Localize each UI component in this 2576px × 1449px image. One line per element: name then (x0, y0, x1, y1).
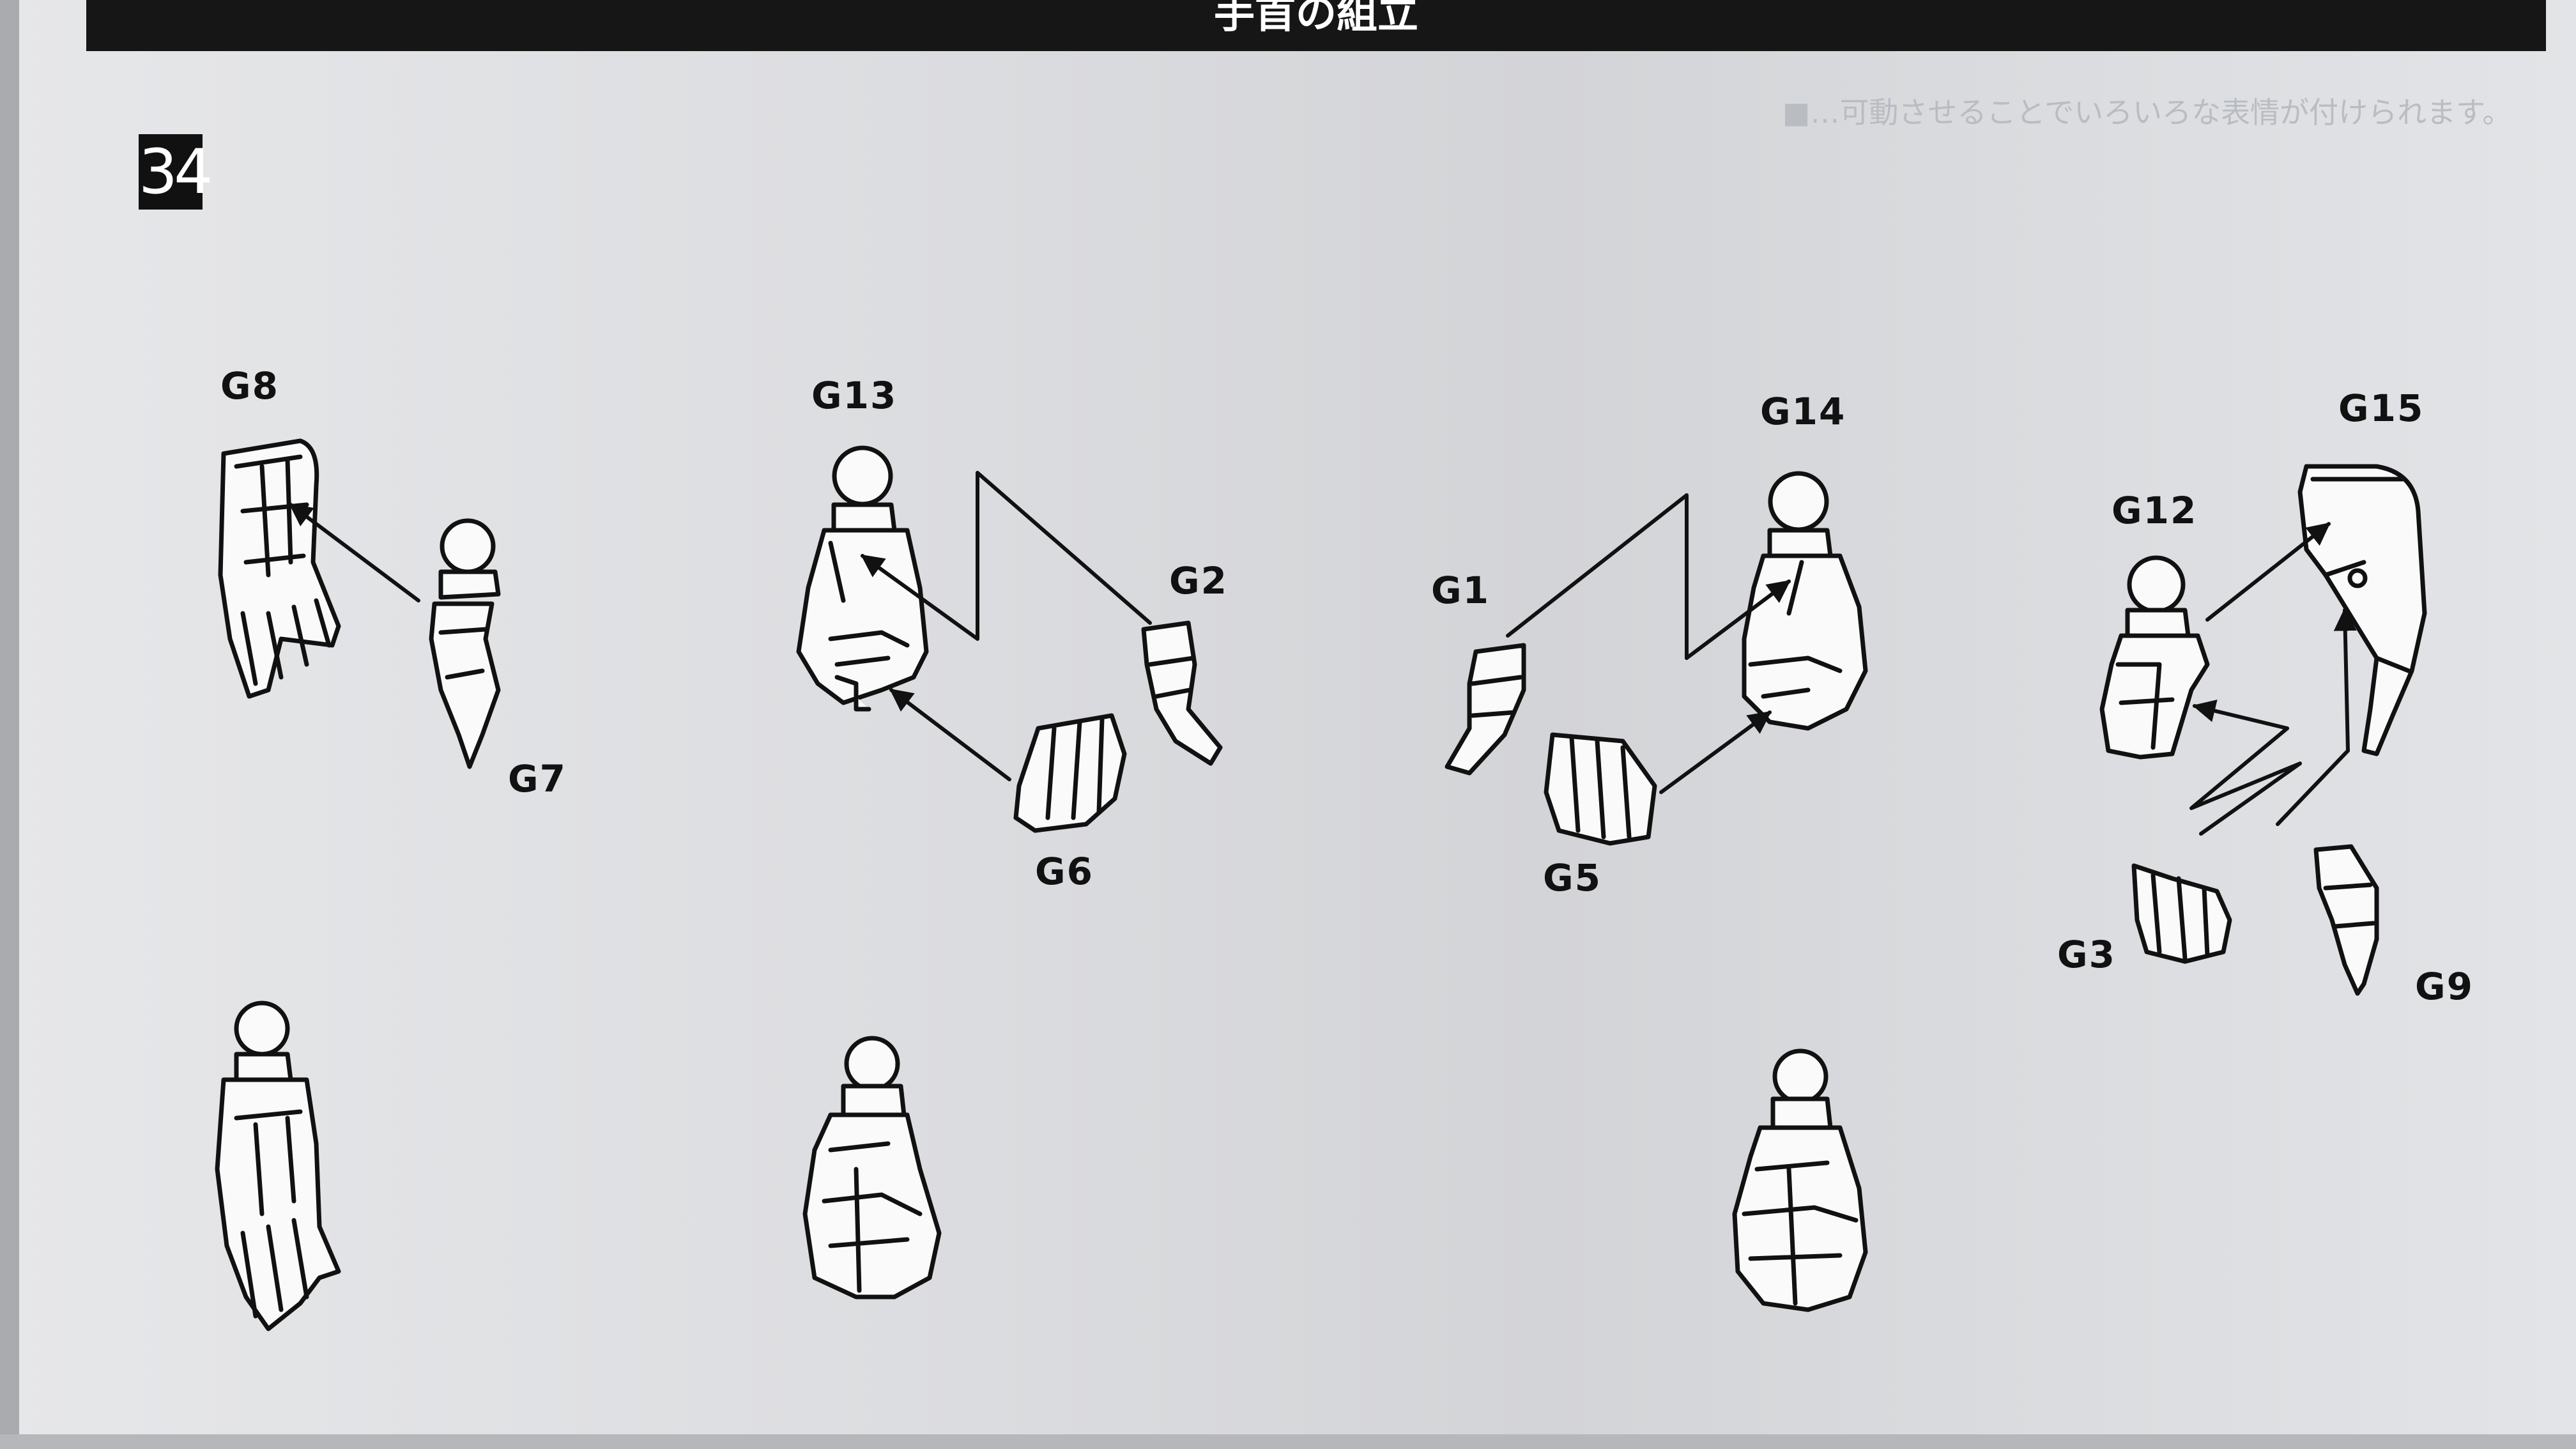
label-g12: G12 (2112, 489, 2198, 532)
part-g5-fingers (1544, 732, 1657, 846)
label-g2: G2 (1169, 559, 1228, 602)
label-g7: G7 (508, 757, 567, 801)
label-g8: G8 (220, 364, 279, 408)
label-g3: G3 (2057, 933, 2116, 976)
label-g6: G6 (1035, 850, 1094, 893)
part-g8-hand-frame (218, 438, 341, 699)
completed-open-hand (215, 1000, 341, 1331)
label-g1: G1 (1431, 569, 1490, 612)
step-number-badge: 34 (139, 134, 213, 210)
part-g6-fingers (1013, 713, 1127, 833)
label-g15: G15 (2338, 387, 2425, 430)
part-g2-thumb (1141, 620, 1223, 766)
part-g9-thumb (2313, 844, 2379, 996)
completed-grip-hand-right (1732, 1048, 1868, 1312)
part-g13-palm (796, 445, 929, 712)
part-g12-palm (2099, 555, 2210, 760)
part-g15-back-of-hand (2297, 464, 2427, 756)
part-g7-finger (429, 518, 501, 769)
header-bar: 手首の組立 (86, 0, 2546, 51)
label-g5: G5 (1543, 856, 1602, 900)
label-g9: G9 (2415, 965, 2474, 1008)
part-g1-thumb (1445, 643, 1526, 776)
part-g3-fingers (2131, 863, 2232, 964)
header-title: 手首の組立 (1214, 0, 1418, 38)
label-g13: G13 (811, 374, 898, 417)
page-note: ■…可動させることでいろいろな表情が付けられます。 (1782, 95, 2512, 130)
label-g14: G14 (1760, 390, 1846, 433)
completed-grip-hand-left (802, 1036, 942, 1300)
